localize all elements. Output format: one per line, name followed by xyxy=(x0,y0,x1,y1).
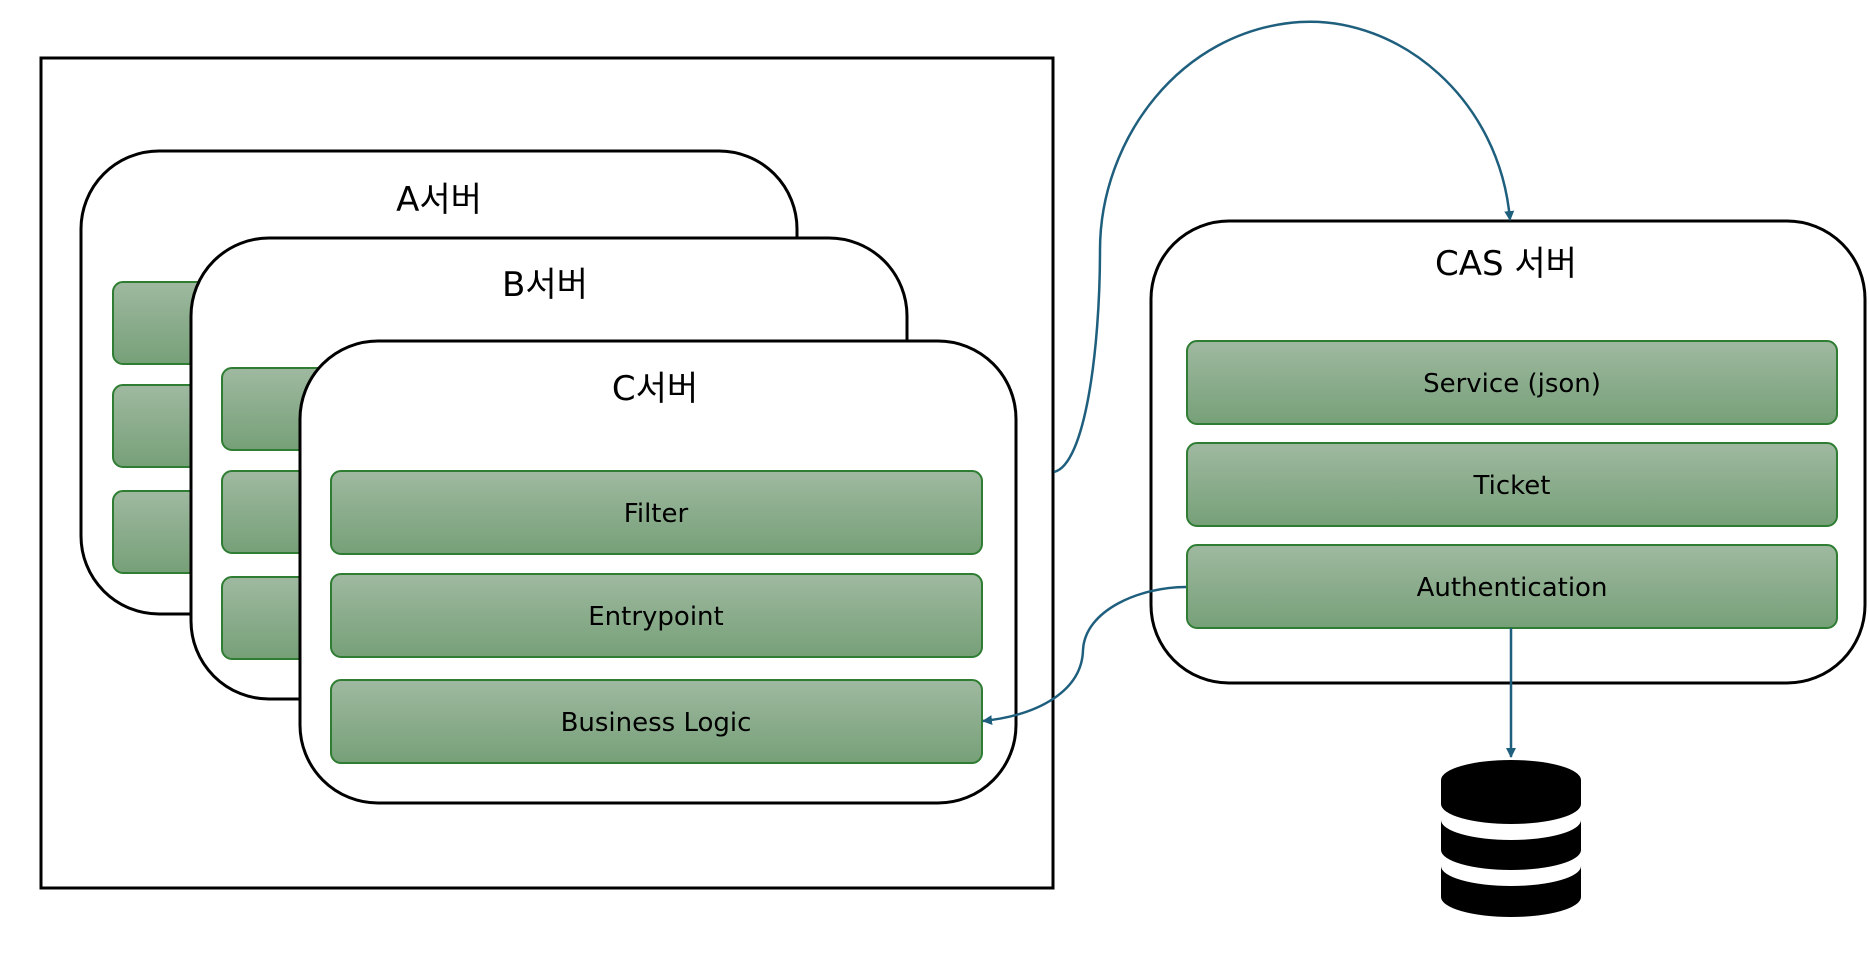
server-c-title: C서버 xyxy=(612,369,698,409)
cas-server-title: CAS 서버 xyxy=(1435,244,1577,284)
server-b-title: B서버 xyxy=(502,265,588,305)
entrypoint-layer-label: Entrypoint xyxy=(588,602,723,632)
entrypoint-layer: Entrypoint xyxy=(330,573,983,658)
database-icon xyxy=(1441,760,1581,917)
server-c: C서버 Filter Entrypoint Business Logic xyxy=(298,339,1018,805)
client-to-cas-connector xyxy=(1053,20,1515,474)
ticket-layer: Ticket xyxy=(1186,442,1838,527)
service-layer-label: Service (json) xyxy=(1423,369,1601,399)
service-layer: Service (json) xyxy=(1186,340,1838,425)
client-servers-container xyxy=(39,56,1055,890)
filter-layer: Filter xyxy=(330,470,983,555)
business-logic-layer-label: Business Logic xyxy=(561,708,752,738)
cas-server: CAS 서버 Service (json) Ticket Authenticat… xyxy=(1149,219,1867,685)
authentication-layer: Authentication xyxy=(1186,544,1838,629)
server-a-title: A서버 xyxy=(396,180,482,220)
business-logic-layer: Business Logic xyxy=(330,679,983,764)
ticket-layer-label: Ticket xyxy=(1473,471,1551,501)
auth-to-business-logic-connector xyxy=(982,585,1187,726)
filter-layer-label: Filter xyxy=(624,499,689,529)
authentication-layer-label: Authentication xyxy=(1417,573,1608,603)
